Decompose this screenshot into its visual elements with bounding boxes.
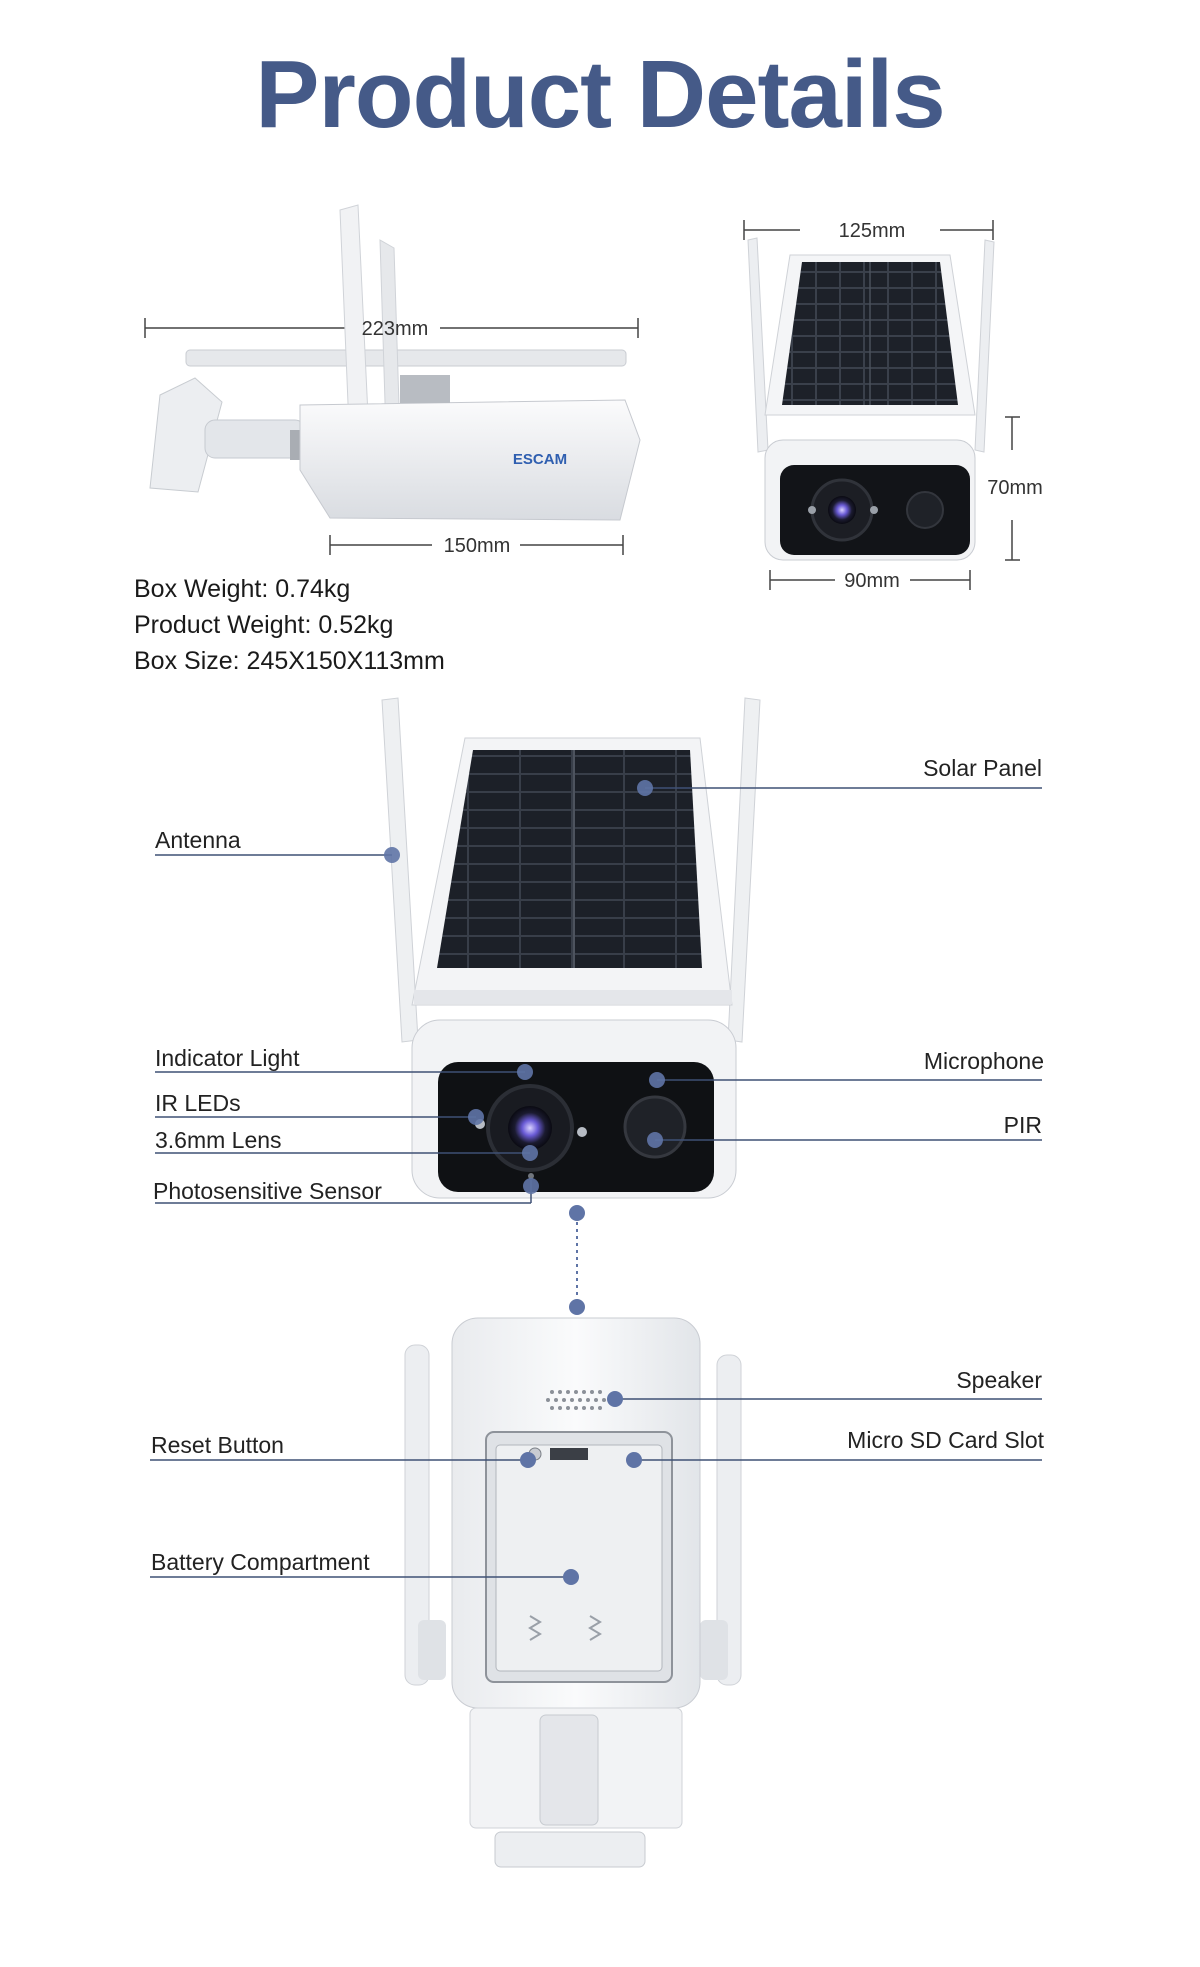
back-view-camera <box>404 1317 742 1868</box>
view-connector <box>569 1205 585 1315</box>
label-microphone: Microphone <box>923 1048 1044 1074</box>
label-lens: 3.6mm Lens <box>155 1127 282 1153</box>
page-title: Product Details <box>255 41 945 148</box>
callout-dots-back <box>520 1391 642 1585</box>
label-indicator-light: Indicator Light <box>155 1045 300 1071</box>
label-speaker: Speaker <box>956 1367 1042 1393</box>
spec-box-weight: Box Weight: 0.74kg <box>134 575 351 603</box>
label-photosensitive-sensor: Photosensitive Sensor <box>153 1178 382 1204</box>
dim-front-height: 70mm <box>987 477 1043 499</box>
brand-logo: ESCAM <box>513 451 567 468</box>
label-solar-panel: Solar Panel <box>923 755 1042 781</box>
label-battery-compartment: Battery Compartment <box>151 1549 370 1575</box>
label-reset-button: Reset Button <box>151 1432 284 1458</box>
main-front-camera <box>381 697 761 1199</box>
callouts-back <box>150 1398 1042 1578</box>
dim-side-body: 150mm <box>444 535 511 557</box>
label-ir-leds: IR LEDs <box>155 1090 241 1116</box>
dim-side-width: 223mm <box>362 318 429 340</box>
label-antenna: Antenna <box>155 827 241 853</box>
spec-product-weight: Product Weight: 0.52kg <box>134 611 394 639</box>
callouts-front <box>155 787 1042 1204</box>
dim-front-width: 125mm <box>839 220 906 242</box>
front-view-camera <box>743 220 1020 590</box>
dim-front-body: 90mm <box>844 570 900 592</box>
spec-box-size: Box Size: 245X150X113mm <box>134 647 445 675</box>
side-view-camera: ESCAM <box>144 204 641 555</box>
callout-dots-front <box>384 780 665 1194</box>
label-pir: PIR <box>1003 1112 1042 1138</box>
label-micro-sd: Micro SD Card Slot <box>847 1427 1044 1453</box>
